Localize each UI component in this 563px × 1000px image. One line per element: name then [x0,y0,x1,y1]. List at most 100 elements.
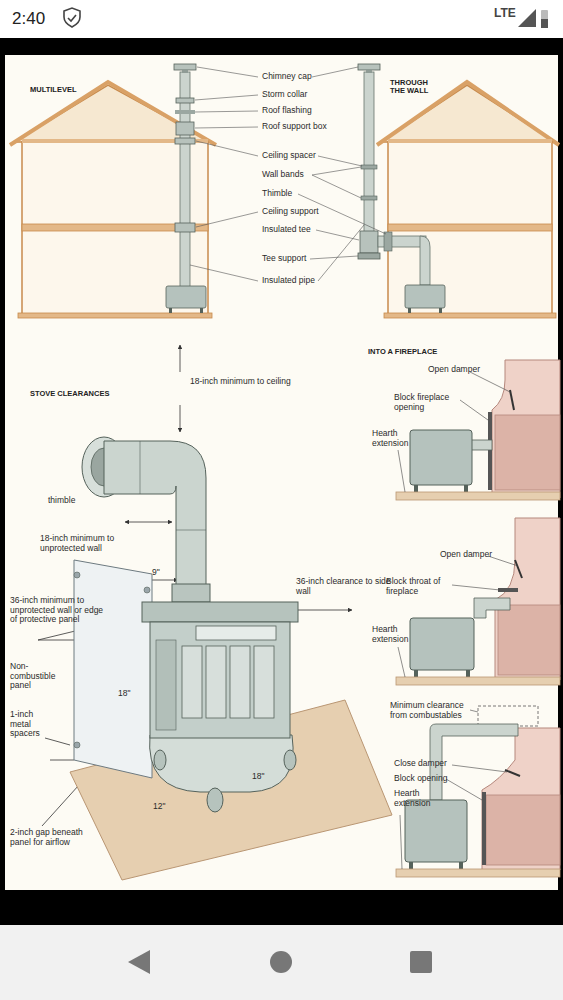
leader-lines [312,175,361,198]
chimney-pipe [200,308,203,313]
wood-stove [207,788,223,812]
leader-lines [196,212,258,227]
nav-bar [270,951,292,973]
leader-lines [195,127,258,128]
noncombustible-panel [74,560,152,778]
fireplace-illustration [498,588,518,592]
chimney-pipe [166,286,206,308]
part-label: Chimney cap [262,72,312,82]
house-illustration [22,224,208,231]
chimney-pipe [175,110,195,114]
house-illustration [384,313,556,318]
noncombustible-panel [74,742,80,748]
network-label: LTE [494,7,516,20]
leader-lines [488,556,518,566]
leader-lines [398,450,405,492]
chimney-pipe [360,231,378,253]
part-label: Block fireplace opening [394,393,466,412]
part-label: 1-inch metal spacers [10,710,56,739]
leader-lines [310,256,358,259]
dimension-label: 9" [152,568,160,578]
dimension-arrows [125,522,172,523]
wood-stove [196,626,276,640]
leader-lines [312,167,361,175]
wood-stove [284,750,296,770]
wood-stove [206,646,226,718]
chimney-pipe [358,64,445,313]
leader-lines [398,647,405,677]
chimney-pipe [408,308,411,313]
part-label: Hearth extension [372,429,418,448]
stove-pipe [82,437,210,602]
dimension-label: 12" [153,802,165,812]
fireplace-illustration [498,605,560,675]
part-label: Roof support box [262,122,327,132]
wood-stove [154,750,166,770]
chimney-pipe [358,253,380,259]
chimney-pipe [361,196,377,200]
wood-stove [150,622,290,738]
status-bar [64,8,80,27]
chimney-pipe [182,69,188,73]
fireplace-illustration [396,706,560,877]
fireplace-illustration [464,485,468,492]
part-label: Insulated pipe [262,276,315,286]
leader-lines [190,265,258,281]
fireplace-illustration [410,430,472,485]
leader-lines [470,372,510,392]
wood-stove [150,735,294,792]
section-title: MULTILEVEL [30,86,77,94]
part-label: Roof flashing [262,106,312,116]
dimension-label: 18" [118,689,130,699]
fireplace-illustration [414,670,418,677]
leader-lines [470,710,478,712]
fireplace-illustration [478,706,538,726]
part-label: Tee support [262,254,306,264]
chimney-pipe [366,69,372,73]
wood-stove [142,602,298,812]
noncombustible-panel [74,560,152,778]
stove-pipe [172,584,210,602]
leader-lines [312,67,358,77]
stove-pipe [104,441,206,588]
fireplace-illustration [482,792,486,865]
house-illustration [388,142,552,315]
wood-stove [182,646,202,718]
fireplace-illustration [396,677,560,685]
nav-bar [0,925,563,1000]
chimney-pipe [176,122,194,135]
fireplace-illustration [495,415,560,490]
leader-lines [446,779,482,800]
dimension-label: 18-inch minimum to ceiling [190,377,291,387]
leader-lines [452,585,500,590]
dimension-arrows [180,405,181,432]
leader-lines [318,225,364,281]
dimension-label: 18" [252,772,264,782]
dimension-label: 18-inch minimum to unprotected wall [40,534,140,553]
dimension-label: 36-inch minimum to unprotected wall or e… [10,596,110,625]
leader-lines [197,67,258,77]
chimney-pipe [361,165,377,169]
dimension-arrows [45,738,70,745]
part-label: Ceiling support [262,207,319,217]
fireplace-illustration [414,485,418,492]
chimney-pipe [176,98,194,103]
nav-bar [410,951,432,973]
leader-lines [452,765,507,772]
section-title: THROUGH THE WALL [390,79,442,96]
section-title: STOVE CLEARANCES [30,390,109,398]
status-bar [0,0,563,38]
fireplace-illustration [486,795,560,865]
wood-stove [254,646,274,718]
part-label: Thimble [262,189,292,199]
part-label: Minimum clearance from combustables [390,701,472,720]
fireplace-illustration [492,360,560,498]
part-label: Hearth extension [372,625,418,644]
section-title: INTO A FIREPLACE [368,348,437,356]
leader-lines [460,400,488,420]
status-bar [518,9,536,27]
status-bar [541,10,548,28]
noncombustible-panel [144,587,150,593]
status-time: 2:40 [12,9,45,28]
